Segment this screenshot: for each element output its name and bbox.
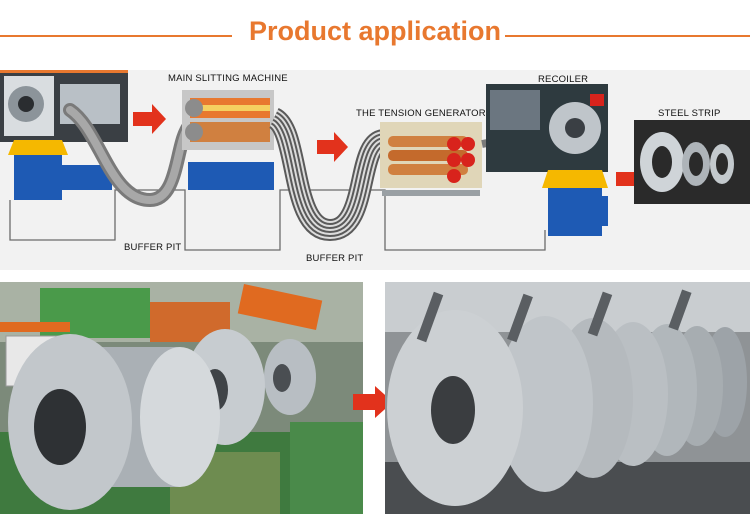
- label-buffer-pit-2: BUFFER PIT: [306, 253, 364, 264]
- label-main-slitting-machine: MAIN SLITTING MACHINE: [168, 73, 288, 84]
- photo-slit-strip-coils: [385, 282, 750, 514]
- label-tension-generator: THE TENSION GENERATOR: [356, 108, 486, 119]
- header-line-right: [505, 35, 750, 37]
- steel-strip-photo: [634, 120, 750, 204]
- header-line-left: [0, 35, 232, 37]
- recoiler-photo: [486, 84, 608, 172]
- floor-outline: [9, 189, 546, 251]
- arrow-right-icon: [133, 104, 166, 134]
- decoiler-base: [14, 155, 62, 200]
- slitting-machine-photo: [182, 90, 274, 150]
- tension-base: [382, 190, 480, 196]
- strip-loop-2: [267, 108, 388, 242]
- label-buffer-pit-1: BUFFER PIT: [124, 242, 182, 253]
- process-diagram: MAIN SLITTING MACHINE THE TENSION GENERA…: [0, 70, 750, 270]
- photo-coils-slitting-line: [0, 282, 363, 514]
- process-diagram-svg: [0, 70, 750, 251]
- tension-generator-photo: [380, 122, 482, 188]
- recoiler-base-top: [542, 170, 608, 188]
- page-title: Product application: [248, 16, 502, 46]
- arrow-right-icon-2: [317, 132, 348, 162]
- slitter-base: [188, 162, 274, 190]
- recoiler-base: [548, 188, 602, 236]
- decoiler-base-top: [8, 140, 68, 155]
- header: Product application: [0, 0, 750, 68]
- decoiler-photo: [0, 70, 128, 142]
- arrow-right-icon-4: [353, 386, 393, 418]
- label-steel-strip: STEEL STRIP: [658, 108, 721, 119]
- label-recoiler: RECOILER: [538, 74, 589, 85]
